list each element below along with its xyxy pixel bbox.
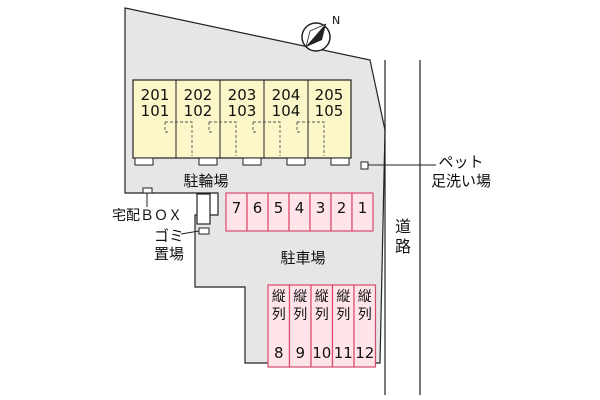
unit-bottom-number: 102: [184, 102, 213, 120]
pet-wash-label-line2: 足洗い場: [431, 172, 491, 190]
garbage-station-marker: [198, 227, 210, 235]
parking-space-number: 11: [334, 344, 353, 362]
garbage-leader-line: [180, 230, 200, 235]
pet-wash-marker: [360, 161, 369, 170]
parking-space-1: [351, 192, 374, 232]
parking-space-number: 5: [274, 199, 284, 217]
pet-wash-label-line1: ペット: [438, 153, 483, 171]
parking-space-number: 1: [358, 199, 368, 217]
parking-space-number: 12: [355, 344, 374, 362]
delivery-box-label: 宅配ＢＯＸ: [112, 208, 182, 224]
parking-space-number: 8: [274, 344, 284, 362]
unit-top-number: 205: [315, 86, 344, 104]
parking-space-type-label: 縦: [293, 289, 307, 305]
parking-space-number: 6: [253, 199, 263, 217]
building: 201 101 202 102 203 103 204 104 205 105: [132, 79, 352, 166]
unit-201-101: 201 101: [141, 86, 170, 120]
bicycle-rack: [196, 193, 211, 225]
bicycle-parking-label: 駐輪場: [183, 172, 228, 190]
parking-space-number: 2: [337, 199, 347, 217]
parking-space-number: 4: [295, 199, 305, 217]
parking-space-number: 9: [295, 344, 305, 362]
parking-space-type-label: 縦: [336, 289, 350, 305]
unit-bottom-number: 101: [141, 102, 170, 120]
unit-204-104: 204 104: [272, 86, 301, 120]
road-label-char1: 道: [395, 217, 411, 236]
unit-202-102: 202 102: [184, 86, 213, 120]
parking-space-type-label: 列: [315, 307, 329, 323]
parking-label: 駐車場: [280, 249, 325, 267]
parking-space-type-label: 縦: [272, 289, 286, 305]
parking-space-number: 7: [232, 199, 242, 217]
parking-space-type-label: 縦: [358, 289, 372, 305]
unit-top-number: 203: [228, 86, 257, 104]
unit-bottom-number: 104: [272, 102, 301, 120]
parking-space-number: 10: [312, 344, 331, 362]
compass-letter: N: [332, 14, 340, 27]
garbage-label-line2: 置場: [154, 245, 184, 263]
parking-space-12: [353, 284, 377, 368]
unit-203-103: 203 103: [228, 86, 257, 120]
garbage-label-line1: ゴミ: [154, 227, 184, 245]
unit-bottom-number: 105: [315, 102, 344, 120]
parking-space-type-label: 列: [293, 307, 307, 323]
unit-bottom-number: 103: [228, 102, 257, 120]
parking-space-type-label: 列: [358, 307, 372, 323]
parking-space-number: 3: [316, 199, 326, 217]
unit-top-number: 202: [184, 86, 213, 104]
north-arrow-icon: N: [301, 14, 340, 52]
unit-205-105: 205 105: [315, 86, 344, 120]
parking-space-type-label: 列: [336, 307, 350, 323]
unit-top-number: 204: [272, 86, 301, 104]
delivery-box-marker: [142, 187, 153, 194]
parking-space-type-label: 列: [272, 307, 286, 323]
parking-space-type-label: 縦: [315, 289, 329, 305]
road-label-char2: 路: [395, 237, 411, 256]
unit-top-number: 201: [141, 86, 170, 104]
